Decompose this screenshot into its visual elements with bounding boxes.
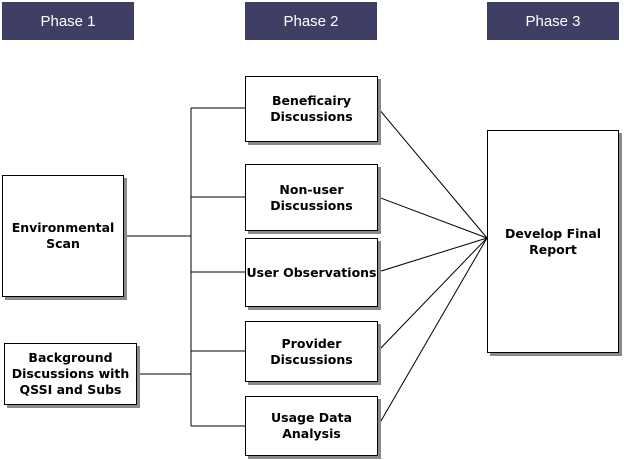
develop-final-report-box: Develop Final Report	[487, 130, 619, 353]
nonuser-discussions-box: Non-user Discussions	[245, 164, 378, 231]
user-observations-box: User Observations	[245, 238, 378, 307]
environmental-scan-box: Environmental Scan	[2, 175, 124, 297]
connector-nonuser-to-report	[377, 196, 488, 239]
connector-beneficiary-to-report	[377, 107, 488, 239]
provider-discussions-box: Provider Discussions	[245, 321, 378, 382]
connector-usage-data-to-report	[377, 237, 488, 427]
phase-1-header: Phase 1	[2, 2, 134, 40]
connector-user-observations-to-report	[377, 237, 488, 273]
phase-2-header: Phase 2	[245, 2, 377, 40]
background-discussions-box: Background Discussions with QSSI and Sub…	[4, 343, 137, 405]
phase-3-header: Phase 3	[487, 2, 619, 40]
usage-data-analysis-box: Usage Data Analysis	[245, 396, 378, 456]
beneficiary-discussions-box: Beneficairy Discussions	[245, 76, 378, 142]
connector-provider-to-report	[377, 237, 488, 352]
